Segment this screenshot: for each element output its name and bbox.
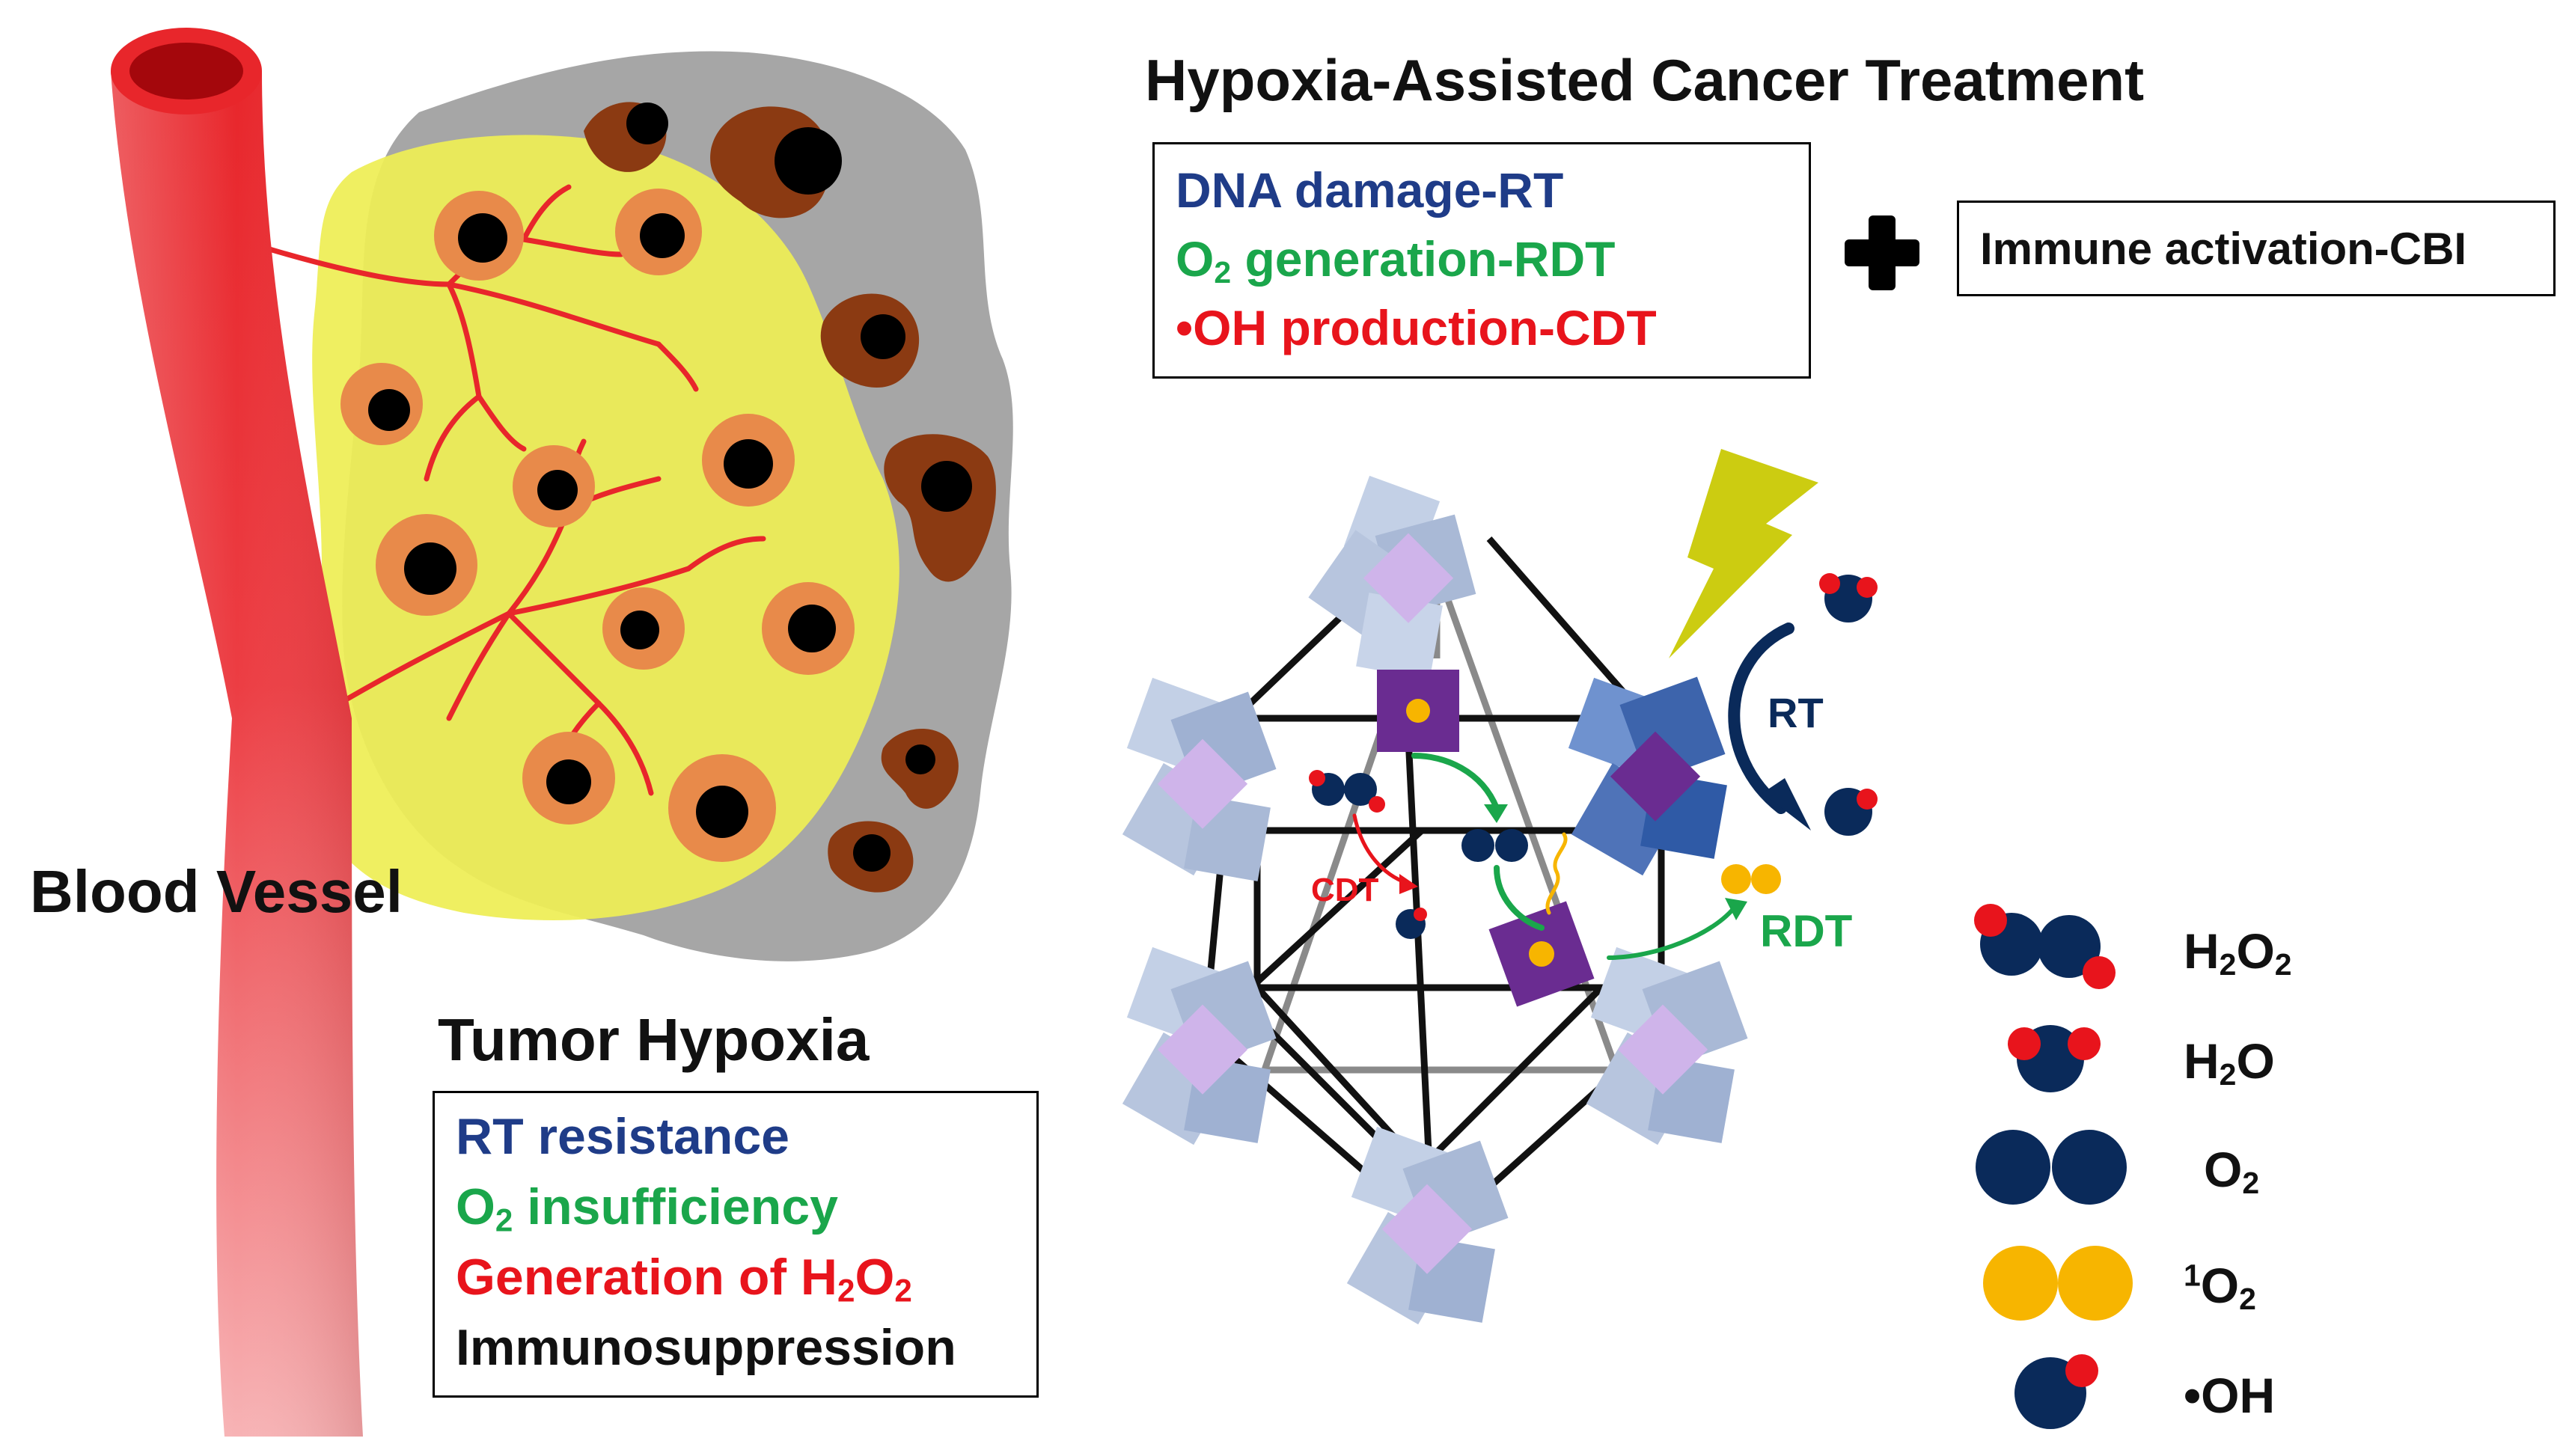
hypoxia-h2o2-sub2: 2	[894, 1273, 912, 1309]
hypoxia-immunosuppression: Immunosuppression	[456, 1319, 956, 1376]
hypoxia-o2-insufficiency: O2 insufficiency	[456, 1178, 838, 1236]
hypoxia-h2o2-pre: Generation of H	[456, 1249, 838, 1306]
mof-node-bottom	[1346, 1126, 1509, 1325]
legend-h2o2-label: H2O2	[2184, 923, 2292, 979]
hypoxia-o2-o: O	[456, 1178, 495, 1235]
hypoxia-h2o2-generation: Generation of H2O2	[456, 1249, 912, 1306]
mof-cage	[1122, 475, 1748, 1325]
hypoxia-rt-resistance: RT resistance	[456, 1108, 789, 1165]
legend-singlet-sup: 1	[2184, 1258, 2201, 1293]
hydroxyl-radical-icon	[2014, 1354, 2098, 1429]
legend-singlet-sub: 2	[2239, 1282, 2256, 1316]
h2o-molecule-icon	[2008, 1025, 2101, 1092]
hypoxia-h2o2-sub1: 2	[837, 1273, 855, 1309]
treatment-rt: DNA damage-RT	[1176, 162, 1564, 218]
photosensitizer-linker-center	[1488, 901, 1595, 1007]
legend-h2o-label: H2O	[2184, 1033, 2275, 1089]
tumor-hypoxia-title: Tumor Hypoxia	[438, 1006, 870, 1073]
treatment-cdt: •OH production-CDT	[1176, 300, 1657, 355]
mof-node-right-active	[1568, 676, 1727, 876]
legend-h2o-h: H	[2184, 1033, 2220, 1089]
blood-vessel	[111, 28, 363, 1437]
rt-label: RT	[1768, 689, 1824, 736]
legend-singlet-o2-label: 1O2	[2184, 1258, 2256, 1314]
main-title: Hypoxia-Assisted Cancer Treatment	[1145, 47, 2145, 113]
rdt-label: RDT	[1760, 906, 1853, 956]
treatment-rdt-o: O	[1176, 231, 1215, 287]
legend-o2-sub: 2	[2242, 1166, 2260, 1200]
blood-vessel-label: Blood Vessel	[30, 858, 403, 925]
photosensitizer-linker-top	[1377, 670, 1459, 752]
legend-h2o2-h: H	[2184, 923, 2220, 979]
mof-node-left	[1122, 677, 1277, 881]
o2-molecule-icon	[1976, 1130, 2127, 1205]
mof-node-top	[1308, 475, 1476, 679]
legend-o2-label: O2	[2204, 1142, 2259, 1198]
legend-o2-o: O	[2204, 1142, 2243, 1197]
necrotic-cells	[584, 102, 996, 893]
mof-node-bottom-right	[1586, 946, 1748, 1145]
treatment-rdt: O2 generation-RDT	[1176, 231, 1616, 287]
immune-text: Immune activation-CBI	[1980, 224, 2467, 274]
h2o2-molecule-icon	[1974, 904, 2116, 989]
treatment-box: DNA damage-RT O2 generation-RDT •OH prod…	[1152, 142, 1811, 379]
tumor-cells	[340, 189, 855, 862]
molecules-in-mof	[1309, 770, 1781, 939]
reaction-arrows	[1352, 753, 1747, 960]
legend-h2o2-sub1: 2	[2219, 947, 2237, 982]
legend-oh-label: •OH	[2184, 1368, 2276, 1423]
legend-icons	[1974, 904, 2133, 1429]
legend-h2o-o: O	[2236, 1033, 2275, 1089]
treatment-rdt-text: generation-RDT	[1231, 231, 1616, 287]
xray-lightning-bolt-icon	[1669, 449, 1818, 658]
legend-h2o-sub1: 2	[2219, 1057, 2237, 1092]
plus-icon	[1845, 215, 1919, 290]
rt-conversion-arrow	[1728, 573, 1878, 836]
hypoxia-h2o2-mid: O	[855, 1249, 895, 1306]
hypoxic-region	[309, 135, 899, 921]
treatment-rdt-sub: 2	[1214, 255, 1232, 290]
hypoxia-box: RT resistance O2 insufficiency Generatio…	[433, 1091, 1039, 1398]
legend-singlet-o: O	[2200, 1258, 2240, 1313]
legend-h2o2-o: O	[2236, 923, 2275, 979]
mof-node-bottom-left	[1122, 946, 1277, 1145]
cdt-label: CDT	[1311, 872, 1379, 908]
singlet-oxygen-icon	[1983, 1246, 2133, 1321]
hypoxia-o2-text: insufficiency	[513, 1178, 838, 1235]
hypoxia-o2-sub: 2	[495, 1202, 513, 1238]
immune-box: Immune activation-CBI	[1957, 201, 2556, 296]
legend-h2o2-sub2: 2	[2274, 947, 2292, 982]
